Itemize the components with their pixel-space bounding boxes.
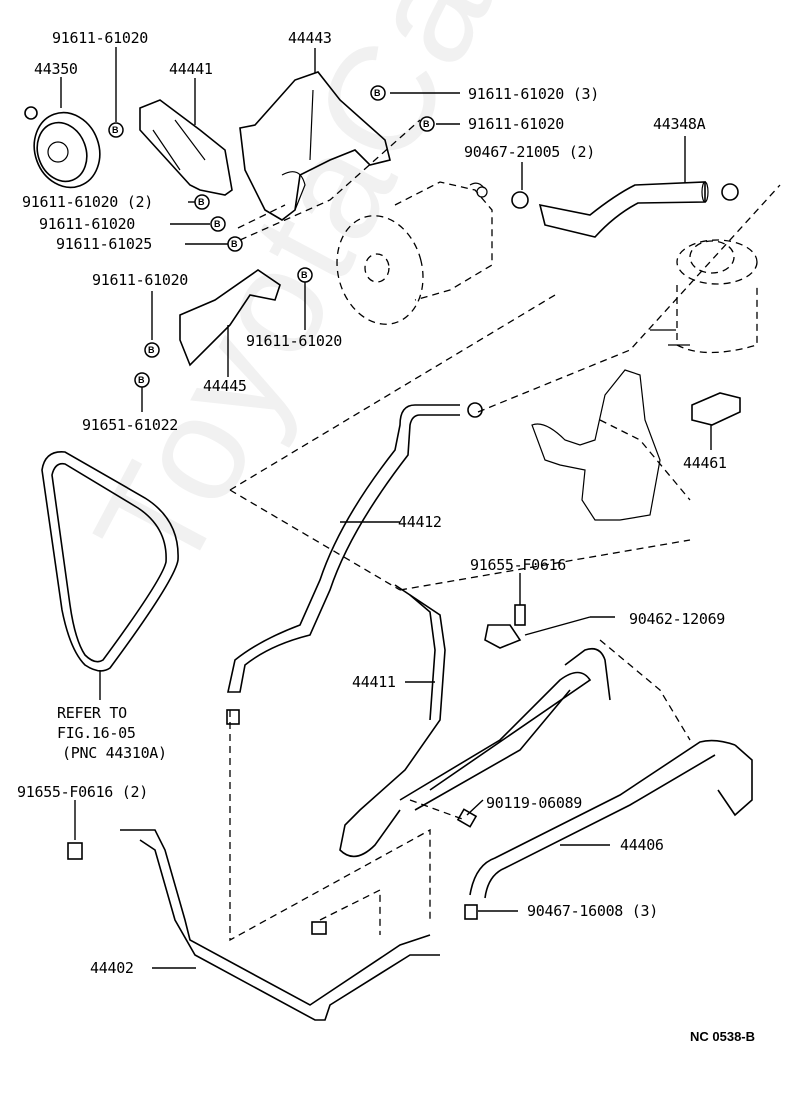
fasteners bbox=[67, 604, 526, 935]
label-91611-61020-2: 91611-61020 (2) bbox=[22, 193, 153, 211]
reservoir bbox=[650, 239, 758, 354]
pulley-44350 bbox=[24, 77, 101, 189]
svg-text:B: B bbox=[231, 239, 238, 249]
label-91611-61020-left: 91611-61020 bbox=[39, 215, 136, 233]
steering-gear bbox=[531, 369, 691, 521]
svg-text:B: B bbox=[301, 270, 308, 280]
v-belt bbox=[41, 451, 179, 700]
label-91651-61022: 91651-61022 bbox=[82, 416, 179, 434]
cushion-44461 bbox=[691, 392, 741, 450]
label-44441: 44441 bbox=[169, 60, 213, 78]
tube-assembly bbox=[399, 647, 611, 811]
hose-44412 bbox=[227, 402, 483, 693]
label-90467-16008: 90467-16008 (3) bbox=[527, 902, 658, 920]
label-44461: 44461 bbox=[683, 454, 727, 472]
label-91611-61025: 91611-61025 bbox=[56, 235, 153, 253]
hose-44411 bbox=[339, 584, 446, 858]
stay-44445 bbox=[179, 269, 281, 377]
svg-text:B: B bbox=[138, 375, 145, 385]
tube-44406 bbox=[469, 739, 753, 899]
hose-44348a bbox=[511, 136, 739, 238]
label-91655-f0616-2: 91655-F0616 (2) bbox=[17, 783, 148, 801]
dashed-guides bbox=[229, 119, 781, 942]
svg-text:B: B bbox=[214, 219, 221, 229]
label-91611-61020-top: 91611-61020 bbox=[52, 29, 149, 47]
bracket-44443 bbox=[239, 48, 391, 221]
label-44406: 44406 bbox=[620, 836, 664, 854]
svg-text:B: B bbox=[198, 197, 205, 207]
tube-44402 bbox=[120, 829, 440, 1021]
label-91611-61020-3: 91611-61020 (3) bbox=[468, 85, 599, 103]
svg-text:B: B bbox=[148, 345, 155, 355]
label-44443: 44443 bbox=[288, 29, 332, 47]
label-44402: 44402 bbox=[90, 959, 134, 977]
refer-note-line1: REFER TO bbox=[57, 704, 127, 722]
bracket-44441 bbox=[139, 78, 233, 196]
label-90462-12069: 90462-12069 bbox=[629, 610, 726, 628]
svg-text:B: B bbox=[112, 125, 119, 135]
label-91611-61020-right: 91611-61020 bbox=[468, 115, 565, 133]
label-90467-21005: 90467-21005 (2) bbox=[464, 143, 595, 161]
refer-note-line2: FIG.16-05 bbox=[57, 724, 136, 742]
label-44411: 44411 bbox=[352, 673, 396, 691]
leader-lines bbox=[74, 47, 615, 912]
label-91611-61020-stay: 91611-61020 bbox=[92, 271, 189, 289]
bolt-markers: B B B B B B B B B bbox=[108, 85, 435, 388]
refer-note-line3: (PNC 44310A) bbox=[62, 744, 167, 762]
label-44350: 44350 bbox=[34, 60, 78, 78]
power-steering-pump bbox=[336, 181, 493, 325]
svg-text:B: B bbox=[374, 88, 381, 98]
label-91655-f0616: 91655-F0616 bbox=[470, 556, 567, 574]
label-44348a: 44348A bbox=[653, 115, 706, 133]
svg-text:B: B bbox=[423, 119, 430, 129]
label-90119-06089: 90119-06089 bbox=[486, 794, 583, 812]
label-44445: 44445 bbox=[203, 377, 247, 395]
label-91611-61020-mid: 91611-61020 bbox=[246, 332, 343, 350]
figure-code: NC 0538-B bbox=[690, 1029, 756, 1044]
label-44412: 44412 bbox=[398, 513, 442, 531]
